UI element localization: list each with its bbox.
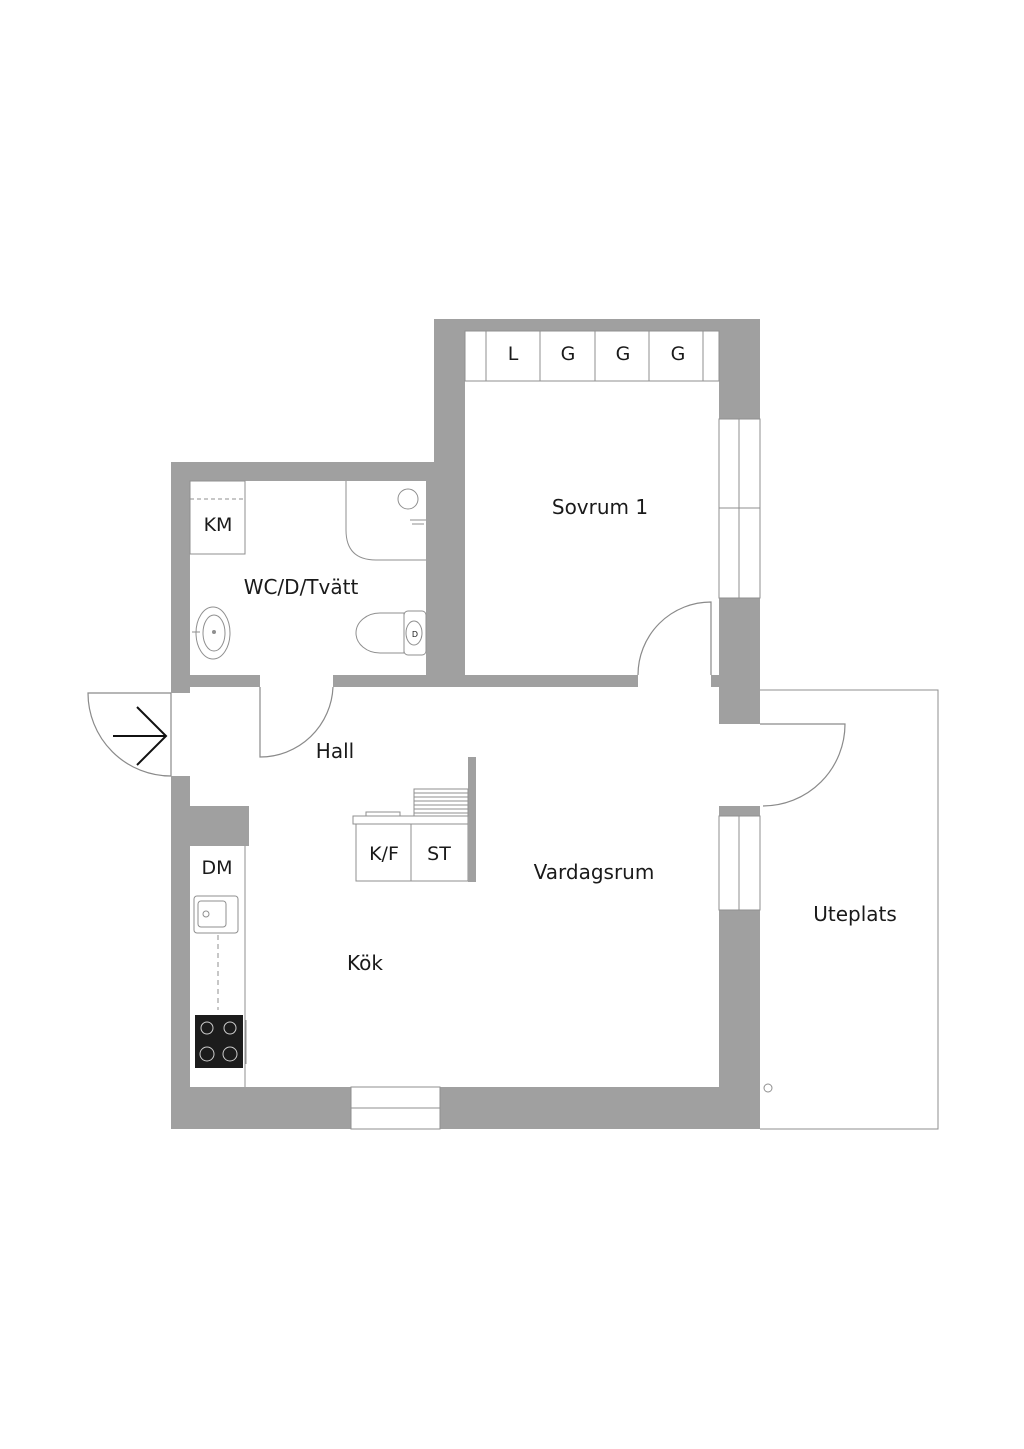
- closet-label: G: [616, 343, 631, 365]
- dishwasher-label: DM: [201, 857, 232, 879]
- labels: L G G G Sovrum 1 KM WC/D/Tvätt D Hall K/…: [201, 343, 896, 975]
- walls: [171, 319, 760, 1129]
- room-label-hall: Hall: [316, 739, 354, 763]
- room-label-wc: WC/D/Tvätt: [244, 575, 359, 599]
- room-label-sovrum: Sovrum 1: [552, 495, 648, 519]
- closet-label: L: [508, 343, 519, 365]
- patio-outline: [760, 689, 939, 1130]
- bathroom-fixtures: [189, 480, 427, 660]
- closets: [464, 330, 720, 382]
- room-label-uteplats: Uteplats: [813, 902, 897, 926]
- doors: [87, 601, 846, 807]
- kitchen-fixtures: [193, 757, 476, 1087]
- fridge-freezer-label: K/F: [369, 843, 399, 865]
- storage-label: ST: [427, 843, 451, 865]
- entrance-arrow-icon: [113, 706, 168, 766]
- room-label-vardagsrum: Vardagsrum: [534, 860, 655, 884]
- toilet-mark: D: [412, 630, 418, 639]
- closet-label: G: [561, 343, 576, 365]
- closet-label: G: [671, 343, 686, 365]
- windows: [350, 418, 761, 1130]
- washing-machine-label: KM: [204, 514, 233, 536]
- room-label-kok: Kök: [347, 951, 383, 975]
